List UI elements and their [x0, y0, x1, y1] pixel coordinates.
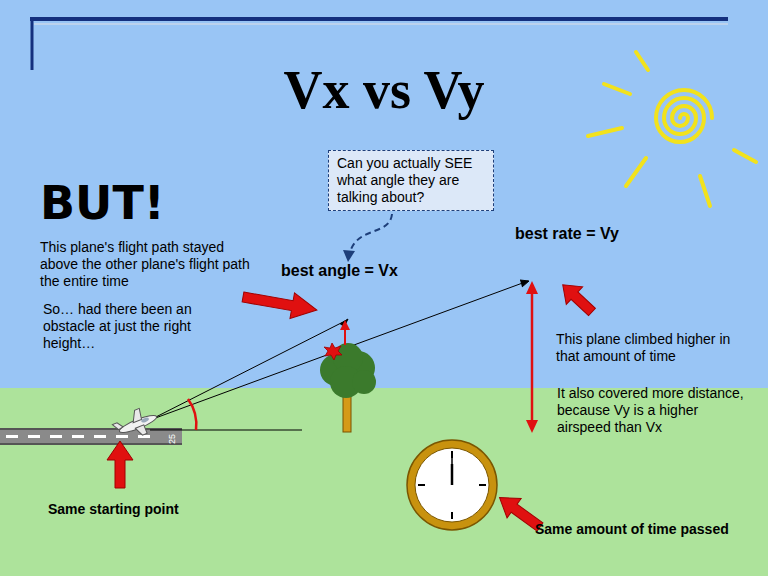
callout-box: Can you actually SEE what angle they are…: [328, 150, 494, 211]
headline: BUT!: [40, 176, 165, 231]
runway: [0, 428, 182, 445]
callout-text: Can you actually SEE what angle they are…: [337, 155, 485, 205]
note-text: It also covered more distance, because V…: [557, 385, 749, 435]
angle-arc: [188, 399, 196, 430]
callout-leader-head: [343, 250, 355, 262]
pointer-arrow: [555, 276, 601, 321]
top-rule: [30, 17, 728, 21]
runway-number: 25: [167, 434, 178, 444]
flight-paths: [150, 280, 529, 430]
note-text: This plane's flight path stayed above th…: [40, 239, 255, 289]
sun: [588, 52, 756, 206]
sky: [0, 0, 768, 388]
pointer-arrow: [241, 284, 319, 323]
airplane: [111, 404, 162, 445]
title: Vx vs Vy: [0, 58, 768, 123]
collision-burst: [324, 343, 342, 360]
left-rule: [31, 17, 34, 70]
caption-label: Same starting point: [48, 501, 179, 518]
top-rule-light: [34, 23, 728, 25]
clock: [407, 440, 497, 530]
tree: [320, 343, 376, 432]
callout-leader: [350, 214, 392, 252]
tree-height-arrow: [340, 320, 350, 345]
pointer-arrow: [107, 441, 133, 488]
speed-label: best angle = Vx: [281, 261, 398, 280]
note-text: So… had there been an obstacle at just t…: [43, 301, 228, 351]
note-text: This plane climbed higher in that amount…: [556, 331, 746, 365]
caption-label: Same amount of time passed: [535, 521, 729, 538]
height-arrow: [526, 281, 538, 433]
speed-label: best rate = Vy: [515, 224, 619, 243]
